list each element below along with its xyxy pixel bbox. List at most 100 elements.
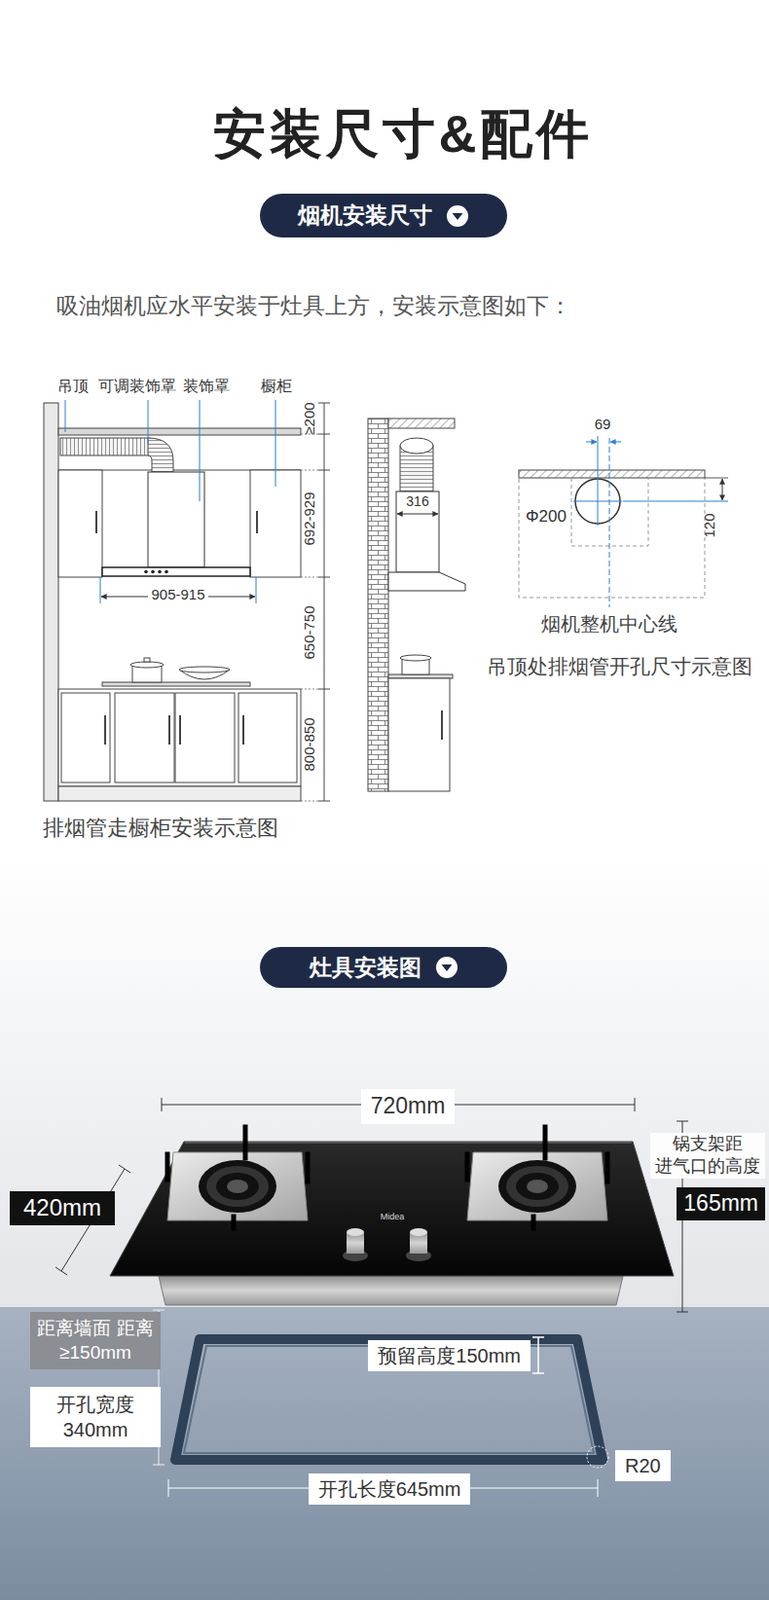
node-text: 165mm bbox=[683, 1190, 759, 1216]
section-pill: 烟机安装尺寸 bbox=[259, 193, 508, 238]
dimension-label: 69 bbox=[594, 415, 612, 434]
side-view-drawing-part bbox=[400, 655, 432, 661]
cabinet-drawing-part bbox=[147, 438, 174, 473]
side-view-drawing-part bbox=[367, 418, 389, 792]
cabinet-drawing-part bbox=[275, 400, 277, 487]
cooktop-illustration-part bbox=[167, 1152, 308, 1221]
cabinet-drawing-part bbox=[256, 577, 257, 604]
cooktop-illustration-part bbox=[526, 1179, 549, 1194]
cooktop-illustration-part bbox=[198, 1160, 277, 1213]
cabinet-drawing-part bbox=[147, 400, 149, 444]
ceiling-hole-drawing-part bbox=[597, 476, 599, 526]
cabinet-drawing-part bbox=[102, 682, 251, 687]
figure-caption: 排烟管走橱柜安装示意图 bbox=[42, 815, 279, 842]
cabinet-drawing-part bbox=[175, 693, 235, 783]
side-view-drawing-part bbox=[397, 513, 439, 515]
cabinet-drawing-part bbox=[102, 567, 251, 577]
axis-label: 烟机整机中心线 bbox=[541, 612, 678, 636]
dimension-tag: 720mm bbox=[361, 1089, 456, 1125]
cooktop-illustration-part bbox=[467, 1152, 608, 1221]
cabinet-drawing-part bbox=[147, 472, 205, 568]
cabinet-drawing-part bbox=[179, 715, 182, 745]
dropdown-icon bbox=[445, 204, 470, 228]
ceiling-hole-drawing-part bbox=[597, 436, 599, 477]
cooktop-illustration-part bbox=[346, 1228, 365, 1237]
part-label: 可调装饰罩 bbox=[98, 377, 177, 397]
side-view-drawing-part bbox=[388, 674, 453, 679]
ceiling-hole-drawing-part bbox=[704, 477, 729, 479]
cabinet-drawing bbox=[43, 400, 330, 802]
node-text: 720mm bbox=[370, 1093, 446, 1119]
side-view-drawing-part bbox=[400, 438, 434, 454]
cooktop-illustration-part bbox=[226, 1179, 249, 1194]
node-text: 开孔长度645mm bbox=[318, 1478, 462, 1501]
background-part bbox=[0, 856, 769, 1308]
dimension-label: 800-850 bbox=[300, 717, 319, 771]
dimension-lines-part bbox=[183, 1346, 594, 1454]
cabinet-drawing-part bbox=[168, 715, 171, 745]
cabinet-drawing-part bbox=[95, 511, 98, 534]
dimension-label: 905-915 bbox=[147, 585, 208, 604]
background bbox=[0, 856, 769, 1600]
cabinet-drawing-part bbox=[144, 570, 148, 575]
figure-caption: 吊顶处排烟管开孔尺寸示意图 bbox=[486, 654, 753, 679]
cabinet-drawing-part bbox=[144, 658, 150, 662]
cabinet-drawing-part bbox=[65, 400, 67, 433]
cabinet-drawing-part bbox=[256, 511, 258, 534]
dimension-tag: 开孔长度645mm bbox=[308, 1473, 472, 1505]
dropdown-icon bbox=[435, 955, 459, 980]
cabinet-drawing-part bbox=[114, 693, 175, 783]
cooktop-illustration-part bbox=[184, 1142, 632, 1144]
part-label: 橱柜 bbox=[260, 377, 293, 397]
side-view-drawing-part bbox=[388, 678, 450, 792]
dropdown-icon-triangle bbox=[440, 964, 452, 972]
cooktop-illustration-part bbox=[498, 1160, 577, 1213]
cooktop-illustration-part bbox=[167, 1127, 608, 1229]
side-view-drawing bbox=[367, 418, 466, 792]
cooktop-illustration-part-part bbox=[167, 1127, 308, 1229]
ceiling-hole-drawing-part bbox=[518, 470, 705, 478]
cabinet-drawing-part bbox=[61, 693, 110, 783]
cabinet-drawing-part bbox=[58, 428, 301, 436]
dimension-tag: 420mm bbox=[9, 1191, 115, 1226]
cooktop-illustration bbox=[109, 1127, 674, 1306]
cooktop-illustration-part bbox=[506, 1166, 569, 1208]
cooktop-illustration-part bbox=[216, 1172, 259, 1201]
dropdown-icon-circle bbox=[446, 205, 469, 227]
node-text: 420mm bbox=[23, 1194, 102, 1221]
cabinet-drawing-part bbox=[199, 400, 201, 502]
dimension-label: ≥200 bbox=[300, 402, 319, 435]
cooktop-illustration-part bbox=[206, 1166, 269, 1208]
ceiling-hole-drawing-part bbox=[722, 478, 724, 501]
node-text: 灶具安装图 bbox=[309, 952, 422, 984]
dimension-label: 692-929 bbox=[300, 491, 319, 546]
cooktop-illustration-part bbox=[158, 1276, 623, 1306]
dimension-label: 650-750 bbox=[300, 605, 319, 660]
cabinet-drawing-part bbox=[242, 715, 245, 745]
dimension-label: 120 bbox=[700, 512, 719, 538]
cabinet-drawing-part bbox=[300, 434, 319, 802]
cabinet-drawing-part bbox=[179, 666, 230, 673]
dropdown-icon-circle bbox=[436, 956, 458, 979]
cabinet-drawing-part bbox=[43, 402, 59, 802]
background-part bbox=[0, 1307, 769, 1600]
cabinet-drawing-part bbox=[130, 661, 164, 668]
dimension-label: Φ200 bbox=[525, 507, 567, 527]
cabinet-drawing-part bbox=[58, 786, 301, 802]
side-view-drawing-part bbox=[388, 418, 455, 429]
side-view-drawing-part bbox=[388, 572, 466, 591]
ceiling-hole-drawing-part bbox=[585, 441, 597, 443]
cabinet-drawing-part bbox=[104, 715, 107, 745]
part-label: 吊顶 bbox=[57, 377, 89, 397]
cabinet-drawing-part bbox=[164, 570, 169, 575]
node-text: 距离墙面 距离≥150mm bbox=[36, 1318, 153, 1363]
node-text: 烟机安装尺寸 bbox=[297, 200, 433, 231]
side-view-drawing-part bbox=[440, 710, 443, 740]
cabinet-drawing-part bbox=[58, 689, 301, 787]
node-text: 开孔宽度 340mm bbox=[56, 1393, 135, 1441]
ceiling-hole-drawing bbox=[518, 436, 729, 608]
dropdown-icon-triangle bbox=[452, 213, 464, 220]
ceiling-hole-drawing-part bbox=[610, 441, 622, 443]
node-text: 预留高度150mm bbox=[377, 1345, 521, 1367]
